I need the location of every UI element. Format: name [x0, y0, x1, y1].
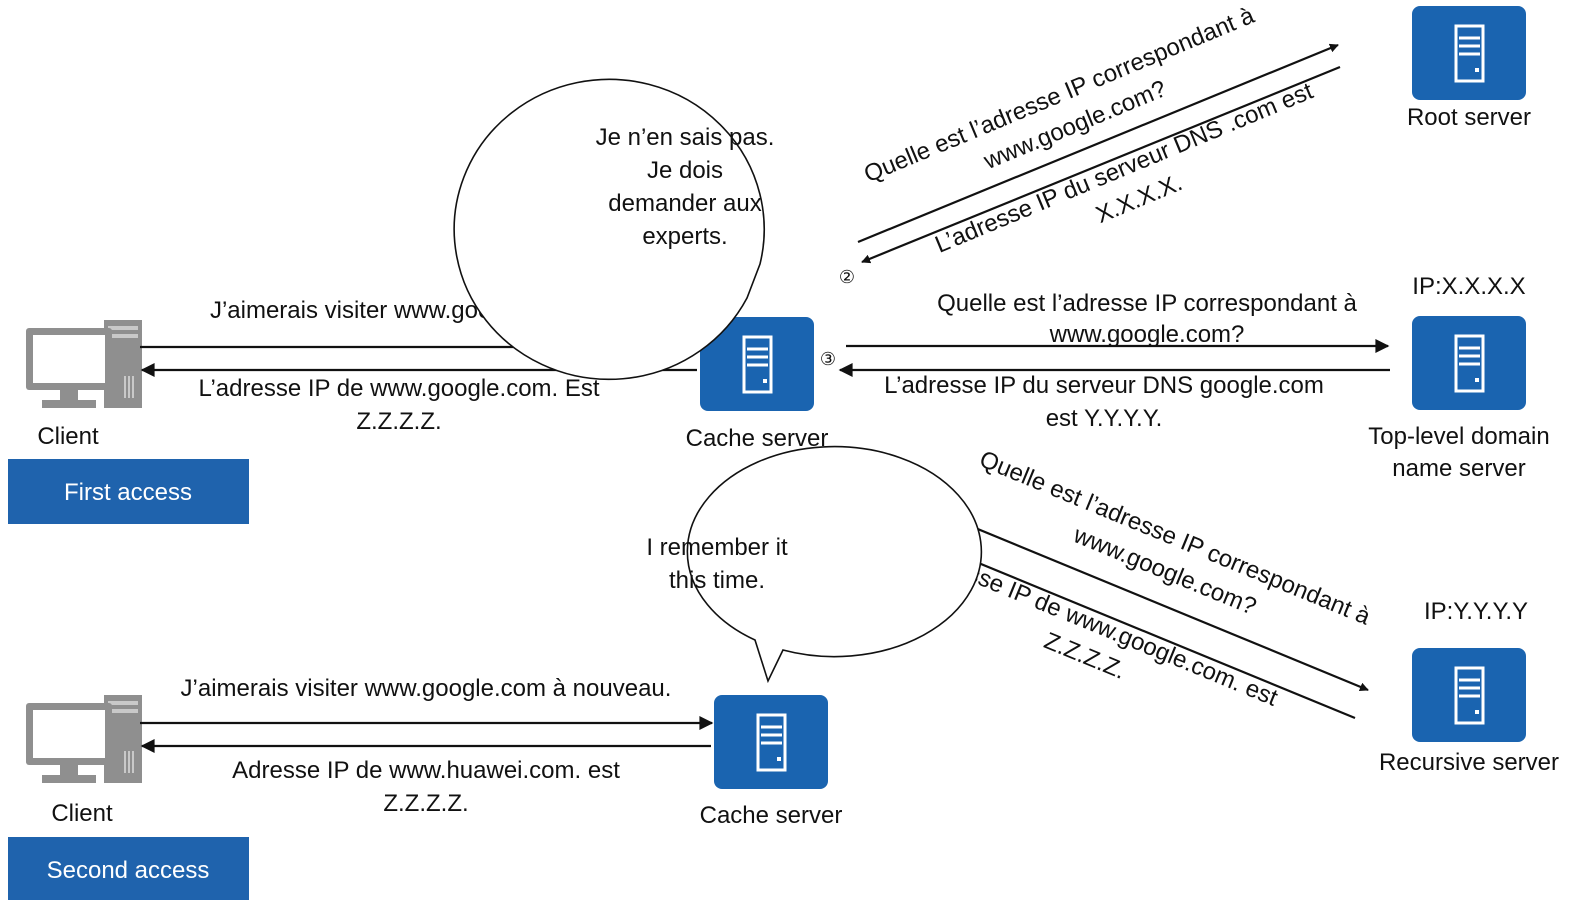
bubble-line: this time. [669, 567, 765, 594]
client-computer-icon [26, 695, 142, 783]
first-access-label: First access [64, 479, 192, 506]
bubble-line: Je n’en sais pas. [596, 124, 775, 151]
speech-bubble-experts: Je n’en sais pas. Je dois demander aux e… [453, 78, 775, 381]
client-label: Client [37, 423, 99, 450]
cache-server-label: Cache server [700, 802, 843, 829]
tld-query-line2: www.google.com? [1049, 321, 1245, 348]
step-3-marker: ③ [820, 349, 836, 369]
second-access-badge: Second access [8, 837, 249, 900]
bubble-line: experts. [642, 223, 727, 250]
request-text: J’aimerais visiter www.google.com à nouv… [181, 675, 672, 702]
root-server-icon [1412, 6, 1526, 100]
bubble-line: I remember it [646, 534, 788, 561]
root-query-arrow [857, 43, 1339, 244]
second-access-label: Second access [47, 857, 210, 884]
recursive-server-label: Recursive server [1379, 749, 1559, 776]
tld-query-line1: Quelle est l’adresse IP correspondant à [937, 290, 1357, 317]
response-text-line1: Adresse IP de www.huawei.com. est [232, 757, 620, 784]
response-text-line1: L’adresse IP de www.google.com. Est [198, 375, 599, 402]
recursive-ip-label: IP:Y.Y.Y.Y [1424, 598, 1528, 625]
cache-server-icon [714, 695, 828, 789]
tld-server-icon [1412, 316, 1526, 410]
tld-label-line2: name server [1392, 455, 1525, 482]
step-2-marker: ② [839, 267, 855, 287]
tld-label-line1: Top-level domain [1368, 423, 1549, 450]
root-answer-arrow [861, 65, 1341, 264]
tld-answer-line1: L’adresse IP du serveur DNS google.com [884, 372, 1324, 399]
speech-bubble-remember: I remember it this time. [646, 445, 983, 684]
response-text-line2: Z.Z.Z.Z. [383, 790, 468, 817]
client-computer-icon [26, 320, 142, 408]
recursive-server-icon [1412, 648, 1526, 742]
tld-ip-label: IP:X.X.X.X [1412, 273, 1525, 300]
first-access-badge: First access [8, 459, 249, 524]
client-label: Client [51, 800, 113, 827]
bubble-line: demander aux [608, 190, 761, 217]
bubble-line: Je dois [647, 157, 723, 184]
root-server-label: Root server [1407, 104, 1531, 131]
cache-server-label: Cache server [686, 425, 829, 452]
response-text-line2: Z.Z.Z.Z. [356, 408, 441, 435]
tld-answer-line2: est Y.Y.Y.Y. [1046, 405, 1163, 432]
